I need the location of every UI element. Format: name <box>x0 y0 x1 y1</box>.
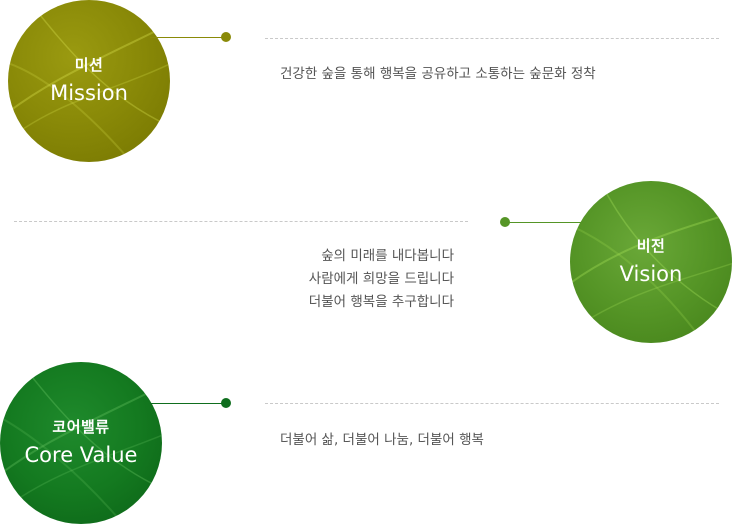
mission-title-ko: 미션 <box>74 56 104 74</box>
vision-line: 사람에게 희망을 드립니다 <box>308 271 454 287</box>
vision-connector <box>509 222 584 223</box>
mission-description: 건강한 숲을 통해 행복을 공유하고 소통하는 숲문화 정착 <box>280 66 596 82</box>
vision-line: 숲의 미래를 내다봅니다 <box>321 248 454 264</box>
vision-dot <box>500 217 510 227</box>
vision-circle: 비전 Vision <box>570 181 732 343</box>
core-value-title-ko: 코어밸류 <box>52 418 110 436</box>
core-value-title-en: Core Value <box>24 443 138 467</box>
core-value-circle: 코어밸류 Core Value <box>0 362 162 524</box>
mission-connector <box>150 37 224 38</box>
vision-divider <box>14 221 468 222</box>
core-value-connector <box>150 403 224 404</box>
mission-title-en: Mission <box>50 81 128 105</box>
core-value-dot <box>221 398 231 408</box>
vision-title-en: Vision <box>619 262 683 286</box>
vision-title-ko: 비전 <box>636 237 666 255</box>
mission-divider <box>265 38 719 39</box>
vision-description: 숲의 미래를 내다봅니다 사람에게 희망을 드립니다 더불어 행복을 추구합니다 <box>309 245 454 314</box>
core-value-description: 더불어 삶, 더불어 나눔, 더불어 행복 <box>280 432 484 448</box>
vision-line: 더불어 행복을 추구합니다 <box>308 294 454 310</box>
mission-circle: 미션 Mission <box>8 0 170 162</box>
core-value-divider <box>265 403 719 404</box>
mission-dot <box>221 32 231 42</box>
